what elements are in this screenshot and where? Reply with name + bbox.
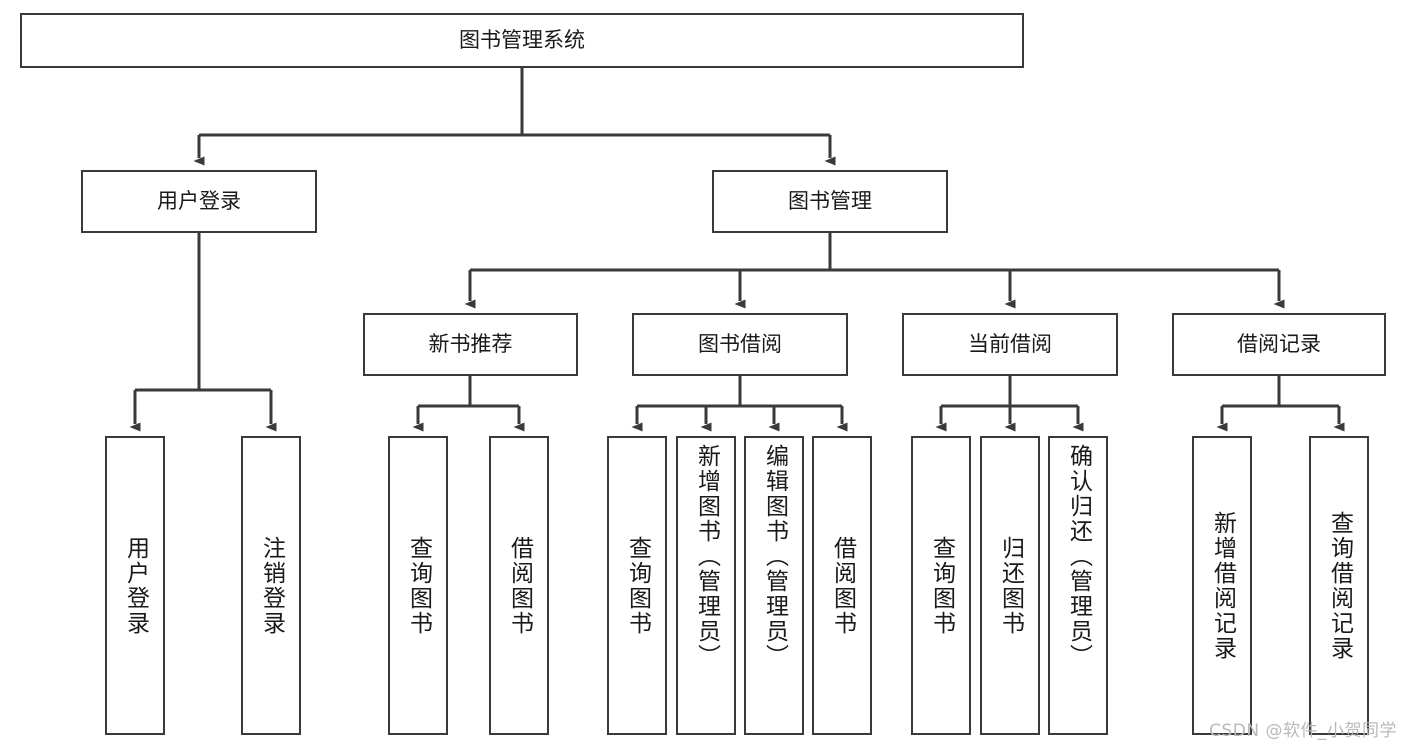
node-leaf-add-book[interactable]: 新增图书（管理员） <box>676 436 736 735</box>
node-book-borrow-label: 图书借阅 <box>698 331 782 356</box>
node-current-borrow[interactable]: 当前借阅 <box>902 313 1118 376</box>
node-borrow-record[interactable]: 借阅记录 <box>1172 313 1386 376</box>
node-leaf-return-book[interactable]: 归还图书 <box>980 436 1040 735</box>
node-current-borrow-label: 当前借阅 <box>968 331 1052 356</box>
node-user-login-label: 用户登录 <box>157 188 241 213</box>
node-new-book-recommend-label: 新书推荐 <box>428 331 513 356</box>
node-user-login[interactable]: 用户登录 <box>81 170 317 233</box>
node-leaf-logout-login-label: 注销登录 <box>258 535 285 636</box>
node-leaf-confirm-return[interactable]: 确认归还（管理员） <box>1048 436 1108 735</box>
node-leaf-borrow-book-1[interactable]: 借阅图书 <box>489 436 549 735</box>
node-leaf-query-book-3[interactable]: 查询图书 <box>911 436 971 735</box>
node-borrow-record-label: 借阅记录 <box>1237 331 1321 356</box>
node-leaf-borrow-book-1-label: 借阅图书 <box>506 535 533 636</box>
node-leaf-edit-book-label: 编辑图书（管理员） <box>761 444 788 669</box>
node-leaf-return-book-label: 归还图书 <box>997 535 1024 636</box>
node-leaf-logout-login[interactable]: 注销登录 <box>241 436 301 735</box>
node-leaf-query-record[interactable]: 查询借阅记录 <box>1309 436 1369 735</box>
node-leaf-add-record-label: 新增借阅记录 <box>1209 510 1236 661</box>
node-leaf-borrow-book-2[interactable]: 借阅图书 <box>812 436 872 735</box>
node-book-manage[interactable]: 图书管理 <box>712 170 948 233</box>
node-leaf-add-book-label: 新增图书（管理员） <box>693 444 720 669</box>
node-leaf-confirm-return-label: 确认归还（管理员） <box>1065 444 1092 669</box>
node-leaf-query-book-1-label: 查询图书 <box>405 535 432 636</box>
node-root-label: 图书管理系统 <box>459 27 585 52</box>
node-leaf-borrow-book-2-label: 借阅图书 <box>829 535 856 636</box>
node-leaf-add-record[interactable]: 新增借阅记录 <box>1192 436 1252 735</box>
node-book-borrow[interactable]: 图书借阅 <box>632 313 848 376</box>
node-leaf-user-login-label: 用户登录 <box>122 535 149 636</box>
node-leaf-query-book-1[interactable]: 查询图书 <box>388 436 448 735</box>
node-book-manage-label: 图书管理 <box>788 188 872 213</box>
node-leaf-edit-book[interactable]: 编辑图书（管理员） <box>744 436 804 735</box>
node-new-book-recommend[interactable]: 新书推荐 <box>363 313 578 376</box>
watermark-text: CSDN @软件_小贺同学 <box>1209 721 1397 741</box>
node-leaf-query-record-label: 查询借阅记录 <box>1326 510 1353 661</box>
node-leaf-user-login[interactable]: 用户登录 <box>105 436 165 735</box>
node-root[interactable]: 图书管理系统 <box>20 13 1024 68</box>
node-leaf-query-book-3-label: 查询图书 <box>928 535 955 636</box>
node-leaf-query-book-2[interactable]: 查询图书 <box>607 436 667 735</box>
node-leaf-query-book-2-label: 查询图书 <box>624 535 651 636</box>
